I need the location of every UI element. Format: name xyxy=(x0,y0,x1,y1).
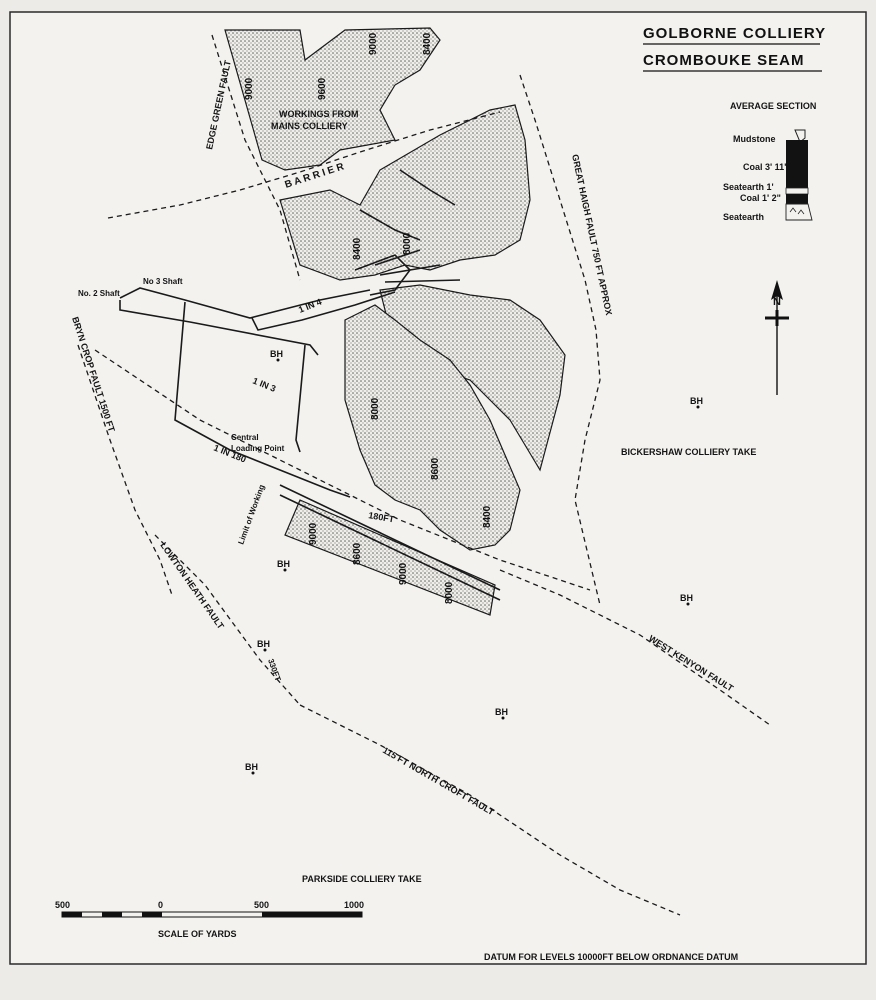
no2-shaft-label: No. 2 Shaft xyxy=(78,289,120,298)
contour-label: 9000 xyxy=(244,77,255,100)
scale-tick-500-left: 500 xyxy=(55,900,70,910)
central-loading-label-2: Loading Point xyxy=(231,444,285,453)
contour-label: 8400 xyxy=(422,32,433,55)
central-loading-label-1: Central xyxy=(231,433,259,442)
bryn-crop-fault-line xyxy=(77,344,173,596)
borehole-label: BH xyxy=(680,593,693,603)
workings-mains-label-2: MAINS COLLIERY xyxy=(271,121,348,131)
borehole-label: BH xyxy=(245,762,258,772)
north-panel xyxy=(279,104,531,281)
borehole-label: BH xyxy=(277,559,290,569)
fault-lines xyxy=(77,34,771,916)
bickershaw-take-label: BICKERSHAW COLLIERY TAKE xyxy=(621,447,756,457)
south-panel xyxy=(344,304,521,551)
layer-mudstone: Mudstone xyxy=(733,134,776,144)
roadways xyxy=(119,169,501,601)
average-section-heading: AVERAGE SECTION xyxy=(730,101,816,111)
borehole-label: BH xyxy=(690,396,703,406)
north-croft-fault-line xyxy=(299,704,681,916)
contour-label: 8600 xyxy=(430,457,441,480)
contour-label: 9600 xyxy=(317,77,328,100)
west-kenyon-fault-line xyxy=(499,569,771,726)
contour-label: 8400 xyxy=(352,237,363,260)
scale-label: SCALE OF YARDS xyxy=(158,929,237,939)
north-label: N xyxy=(773,296,781,308)
worked-panels xyxy=(224,27,566,616)
datum-note: DATUM FOR LEVELS 10000FT BELOW ORDNANCE … xyxy=(484,952,738,962)
contour-label: 9000 xyxy=(368,32,379,55)
barrier-fault-line xyxy=(107,111,501,219)
scale-tick-1000: 1000 xyxy=(344,900,364,910)
north-arrow-icon xyxy=(765,280,789,395)
contour-label: 8400 xyxy=(482,505,493,528)
average-section-column xyxy=(785,129,813,221)
layer-seatearth-middle: Seatearth 1' xyxy=(723,182,774,192)
mains-workings-panel xyxy=(224,27,441,171)
scale-tick-0: 0 xyxy=(158,900,163,910)
contour-label: 9000 xyxy=(398,562,409,585)
contour-label: 8600 xyxy=(352,542,363,565)
contour-label: 9000 xyxy=(308,522,319,545)
scale-bar xyxy=(61,911,363,918)
lowton-heath-fault-line xyxy=(154,534,301,706)
scale-tick-500-right: 500 xyxy=(254,900,269,910)
map-title: GOLBORNE COLLIERY xyxy=(643,25,826,42)
edge-green-fault-line xyxy=(211,34,301,281)
contour-label: 8000 xyxy=(402,232,413,255)
throw-180-label: 180FT xyxy=(368,510,396,524)
borehole-markers xyxy=(251,358,700,775)
layer-coal-upper: Coal 3' 11" xyxy=(743,162,788,172)
no3-shaft-label: No 3 Shaft xyxy=(143,277,183,286)
great-haigh-fault-line xyxy=(519,74,601,606)
layer-coal-lower: Coal 1' 2" xyxy=(740,193,781,203)
workings-mains-label-1: WORKINGS FROM xyxy=(279,109,359,119)
contour-label: 8000 xyxy=(370,397,381,420)
borehole-label: BH xyxy=(257,639,270,649)
parkside-take-label: PARKSIDE COLLIERY TAKE xyxy=(302,874,422,884)
borehole-label: BH xyxy=(270,349,283,359)
contour-label: 8000 xyxy=(444,581,455,604)
borehole-label: BH xyxy=(495,707,508,717)
layer-seatearth-lower: Seatearth xyxy=(723,212,764,222)
map-subtitle: CROMBOUKE SEAM xyxy=(643,52,805,69)
